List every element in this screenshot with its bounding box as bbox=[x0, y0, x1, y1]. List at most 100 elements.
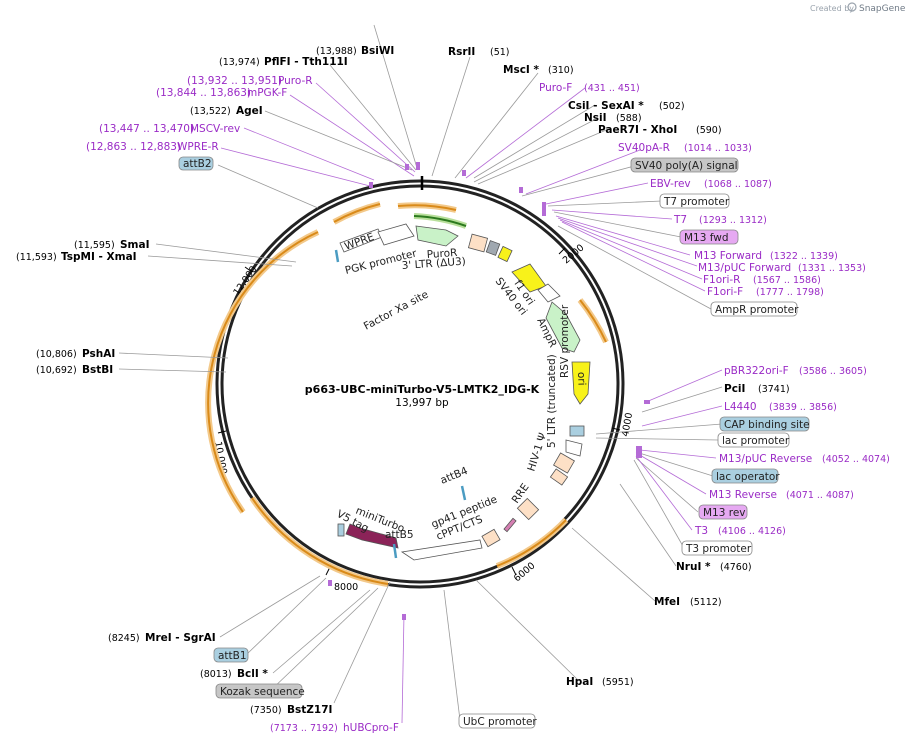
primer-mscv-rev: MSCV-rev bbox=[190, 123, 240, 135]
primer-ticks bbox=[328, 162, 650, 620]
primer-m13-reverse: M13 Reverse bbox=[709, 489, 777, 501]
primer-f1ori-f-pos: (1777 .. 1798) bbox=[756, 287, 824, 298]
badge-t3-promoter[interactable] bbox=[681, 540, 753, 556]
site-mfei: MfeI bbox=[654, 596, 680, 608]
orf-arc-north-1-core bbox=[333, 203, 381, 223]
pos-pcii: (3741) bbox=[758, 384, 790, 395]
pos-smai: (11,595) bbox=[74, 240, 115, 251]
pos-tspmi: (11,593) bbox=[16, 252, 57, 263]
orf-arcs bbox=[205, 201, 609, 587]
site-bstz17i: BstZ17I bbox=[287, 704, 332, 716]
primer-m13-puc-forward-pos: (1331 .. 1353) bbox=[798, 263, 866, 274]
primer-t7-pos: (1293 .. 1312) bbox=[699, 215, 767, 226]
primer-wpre-r: WPRE-R bbox=[177, 141, 219, 153]
v5-tag-feature bbox=[337, 523, 345, 537]
bp-ticks bbox=[217, 247, 621, 576]
pos-paer7i: (590) bbox=[696, 125, 722, 136]
orf-arc-southeast-core bbox=[496, 519, 567, 567]
pos-pshai: (10,806) bbox=[36, 349, 77, 360]
badge-lac-operator-label: lac operator bbox=[716, 471, 780, 483]
badge-ampr-promoter[interactable] bbox=[710, 301, 798, 317]
primer-pbr322ori-f-pos: (3586 .. 3605) bbox=[799, 366, 867, 377]
attb4-feature bbox=[460, 485, 467, 501]
badge-attb1[interactable] bbox=[213, 647, 249, 663]
badge-ubc-promoter[interactable] bbox=[458, 713, 536, 729]
badge-m13-rev-label: M13 rev bbox=[703, 507, 746, 519]
ampr-promoter-feature bbox=[537, 283, 561, 303]
primer-hubcpro-f-pos: (7173 .. 7192) bbox=[270, 723, 338, 734]
credit-prefix: Created by bbox=[810, 4, 854, 13]
snapgene-credit: Created by SnapGene bbox=[810, 2, 906, 14]
primer-m13-reverse-pos: (4071 .. 4087) bbox=[786, 490, 854, 501]
label-puror: PuroR bbox=[426, 247, 457, 261]
badge-t7-promoter[interactable] bbox=[659, 193, 730, 209]
orf-arc-west-core bbox=[207, 231, 319, 513]
badge-lac-promoter[interactable] bbox=[717, 432, 790, 448]
site-mrei: MreI - SgrAI bbox=[145, 632, 216, 644]
site-rsrii: RsrII bbox=[448, 46, 475, 58]
primer-wpre-r-pos: (12,863 .. 12,883) bbox=[86, 141, 181, 153]
sv40-polya-feature bbox=[485, 240, 501, 256]
rre-feature bbox=[516, 497, 540, 521]
tick-label-8000: 8000 bbox=[334, 582, 358, 593]
badge-sv40-polya[interactable] bbox=[630, 157, 739, 173]
primer-m13-forward: M13 Forward bbox=[694, 250, 762, 262]
pos-bstz17i: (7350) bbox=[250, 705, 282, 716]
ampr-feature bbox=[545, 301, 581, 353]
primer-m13-forward-pos: (1322 .. 1339) bbox=[770, 251, 838, 262]
primer-m13-puc-reverse-pos: (4052 .. 4074) bbox=[822, 454, 890, 465]
pos-mrei: (8245) bbox=[108, 633, 140, 644]
label-ltr5: 5' LTR (truncated) bbox=[546, 354, 558, 448]
pos-rsrii: (51) bbox=[490, 47, 510, 58]
label-wpre: WPRE bbox=[343, 231, 376, 253]
tick-4000 bbox=[611, 427, 621, 431]
ltr-5-feature bbox=[553, 452, 575, 474]
site-nsii: NsiI bbox=[584, 112, 607, 124]
badge-attb2[interactable] bbox=[178, 156, 214, 171]
primer-m13-puc-reverse: M13/pUC Reverse bbox=[719, 453, 812, 465]
credit-brand: SnapGene bbox=[859, 4, 906, 14]
pos-msci: (310) bbox=[548, 65, 574, 76]
gp41-peptide-feature bbox=[503, 517, 517, 533]
orf-arc-southwest-core bbox=[251, 497, 389, 585]
pos-csii: (502) bbox=[659, 101, 685, 112]
primer-puro-r: (13,932 .. 13,951) bbox=[187, 75, 282, 87]
puror-feature bbox=[415, 225, 459, 247]
site-bstbi: BstBI bbox=[82, 364, 113, 376]
badge-m13-fwd[interactable] bbox=[679, 229, 739, 245]
badge-cap-binding-site[interactable] bbox=[719, 416, 810, 432]
plasmid-name: p663-UBC-miniTurbo-V5-LMTK2_IDG-K bbox=[305, 383, 540, 396]
primer-ebv-rev: EBV-rev bbox=[650, 178, 691, 190]
badge-m13-rev[interactable] bbox=[698, 504, 748, 520]
label-attb4: attB4 bbox=[439, 465, 470, 487]
badge-lac-promoter-label: lac promoter bbox=[722, 435, 790, 447]
factor-xa-mark bbox=[334, 249, 340, 263]
tick-6000 bbox=[511, 566, 517, 576]
orf-arc-east-core bbox=[579, 299, 607, 343]
tick-12000 bbox=[244, 266, 253, 273]
primer-puro-f: Puro-F bbox=[539, 82, 572, 94]
primer-mscv-rev-pos: (13,447 .. 13,470) bbox=[99, 123, 194, 135]
primer-hubcpro-f: hUBCpro-F bbox=[343, 722, 399, 734]
label-ori: ori bbox=[575, 372, 587, 386]
primer-puro-f-pos: (431 .. 451) bbox=[584, 83, 640, 94]
rsv-promoter-feature bbox=[565, 439, 583, 457]
backbone-outer-strand bbox=[215, 179, 625, 589]
badge-kozak-sequence[interactable] bbox=[215, 683, 303, 699]
badge-lac-operator[interactable] bbox=[711, 468, 779, 484]
pos-nsii: (588) bbox=[616, 113, 642, 124]
pos-pflfi: (13,974) bbox=[219, 57, 260, 68]
site-bcli: BclI * bbox=[237, 668, 268, 680]
site-tspmi: TspMI - XmaI bbox=[61, 251, 137, 263]
site-paer7i: PaeR7I - XhoI bbox=[598, 124, 677, 136]
site-msci: MscI * bbox=[503, 64, 539, 76]
leader-lines bbox=[118, 24, 723, 724]
primer-f1ori-f: F1ori-F bbox=[707, 286, 743, 298]
badge-sv40-polya-label: SV40 poly(A) signal bbox=[635, 160, 738, 172]
primer-m13-puc-forward: M13/pUC Forward bbox=[698, 262, 791, 274]
primer-f1ori-r: F1ori-R bbox=[703, 274, 740, 286]
primer-mpgk-f-pos: (13,844 .. 13,863) bbox=[156, 87, 251, 99]
label-hiv-psi: HIV-1 Ψ bbox=[525, 432, 549, 473]
primer-t3: T3 bbox=[694, 525, 708, 537]
